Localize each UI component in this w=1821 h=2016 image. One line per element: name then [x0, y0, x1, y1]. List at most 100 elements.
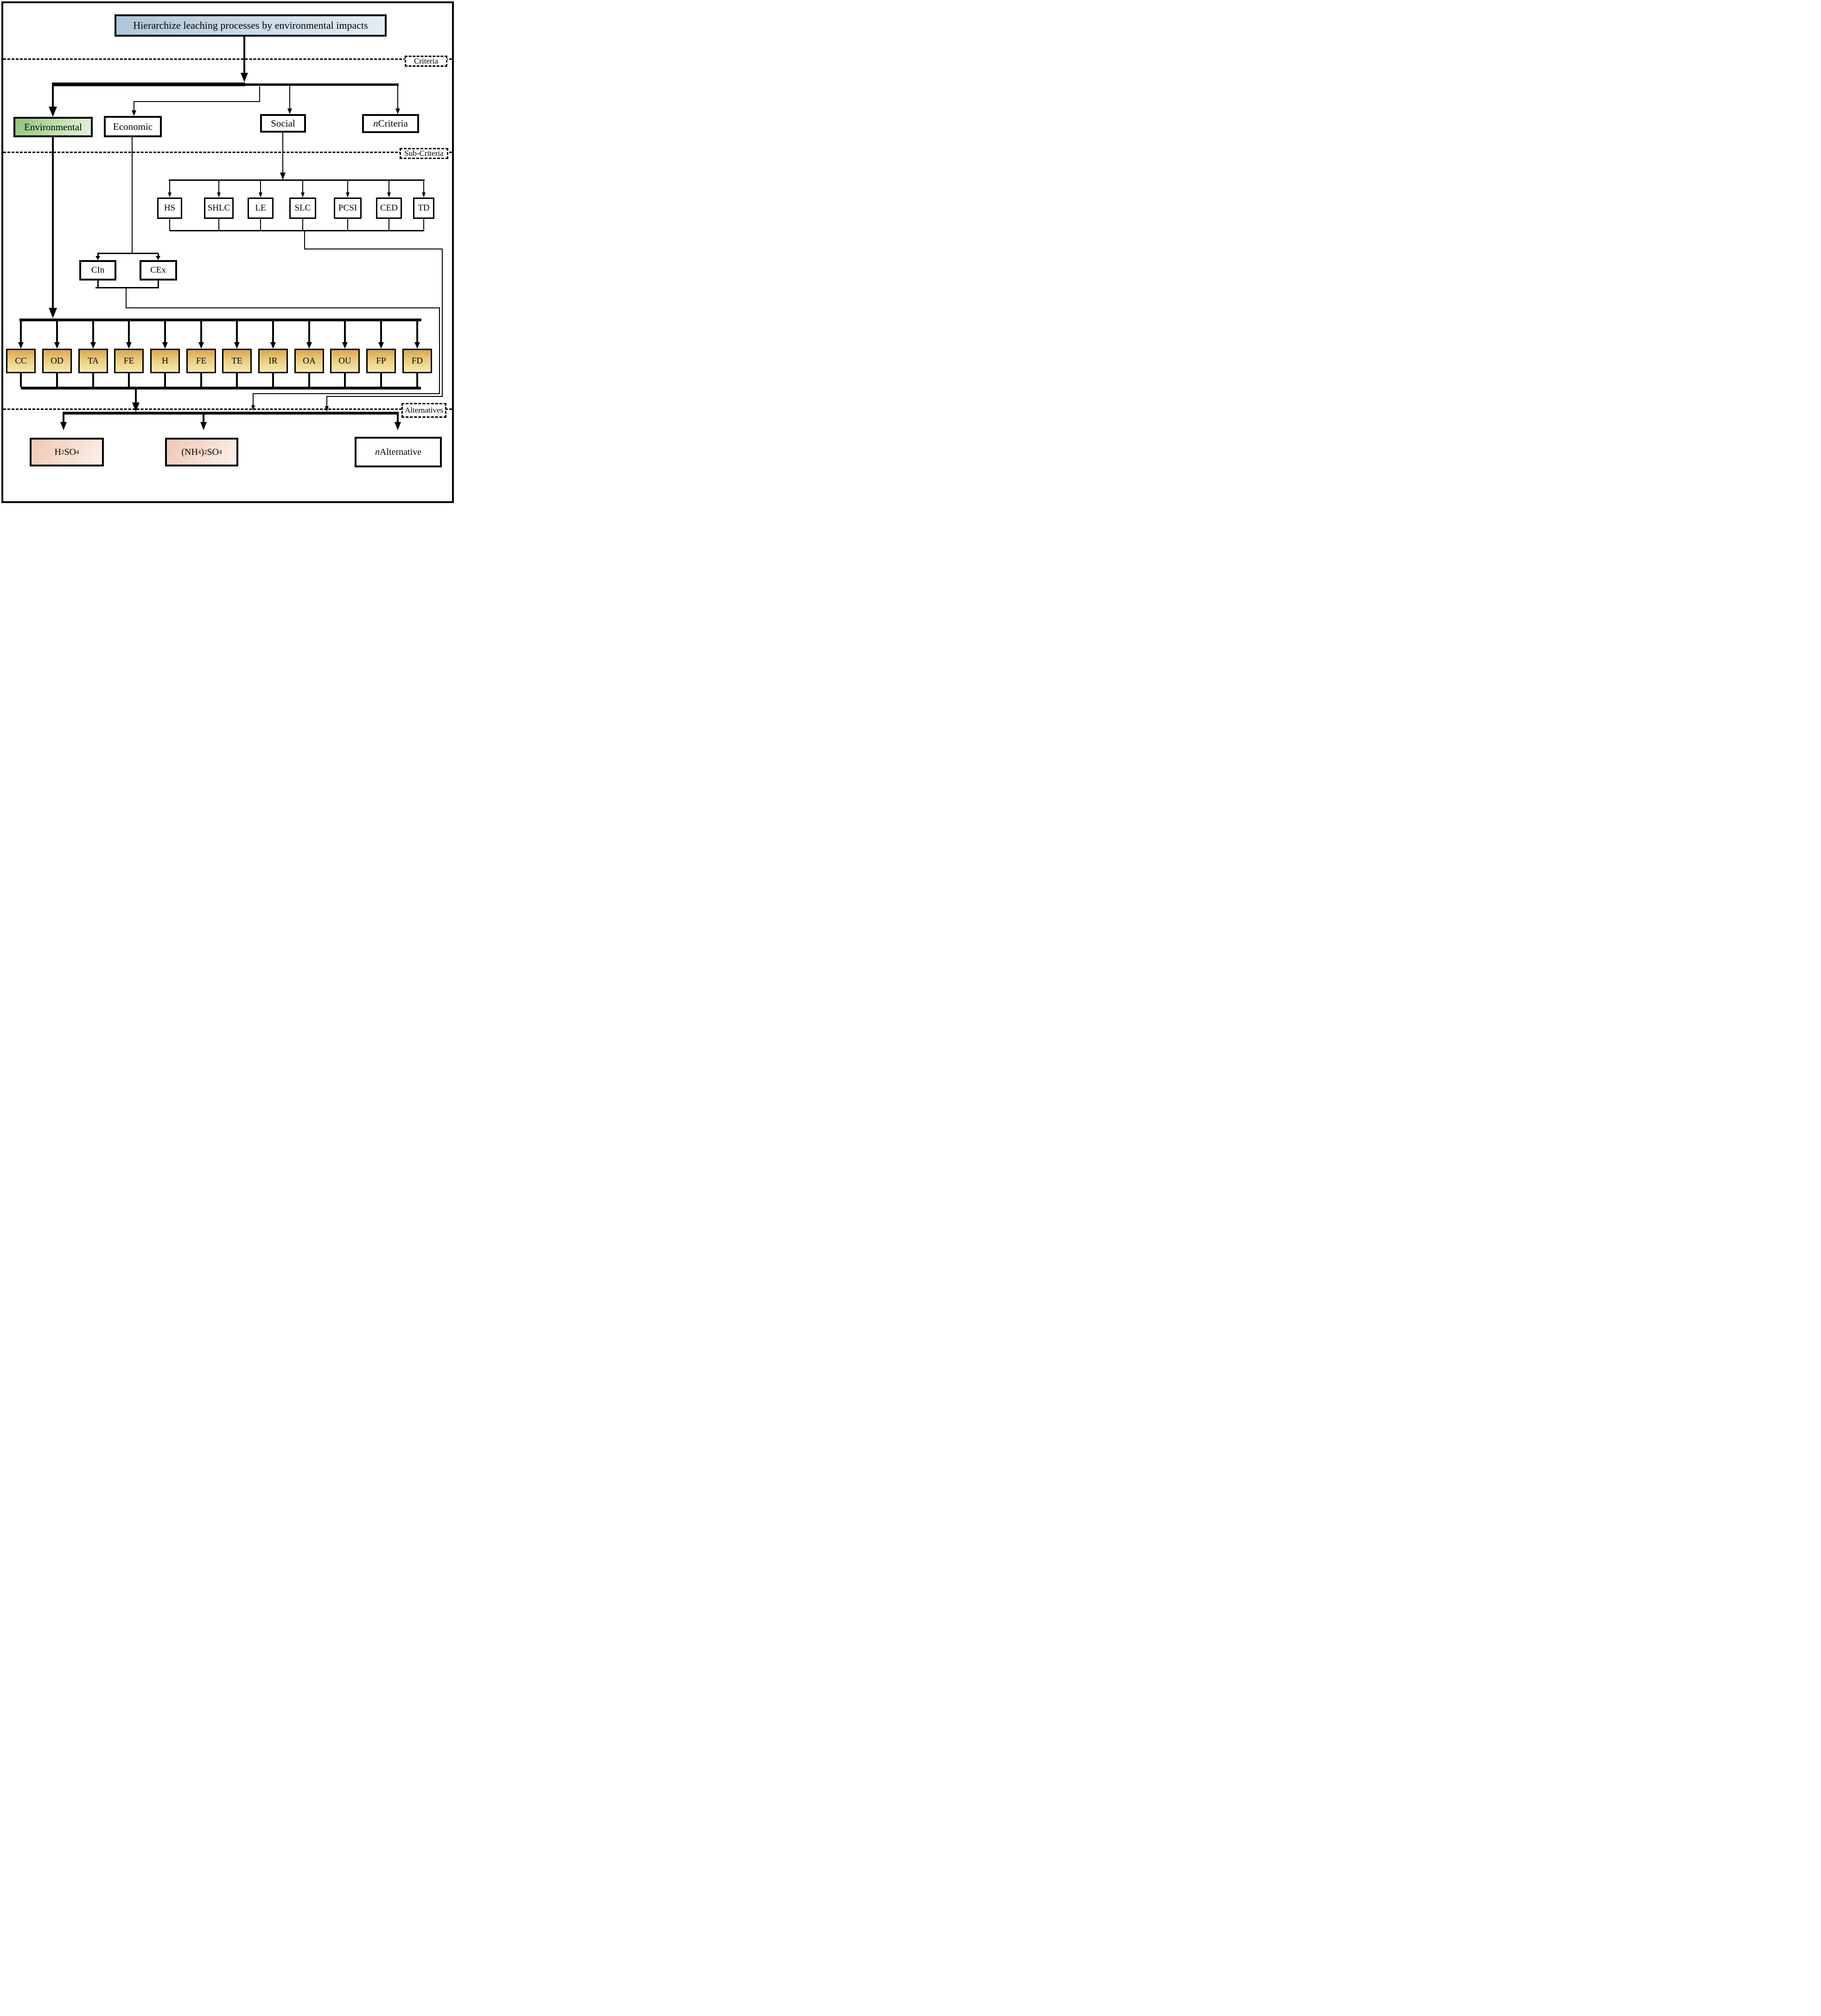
goal-drop-line — [243, 37, 245, 73]
arrowhead-icon — [387, 192, 391, 198]
social-sub-criteria-box-td-6: TD — [413, 198, 434, 219]
social-path-arrowhead-icon — [325, 406, 329, 412]
connector-line — [260, 181, 261, 192]
environmental-trunk-line — [52, 137, 54, 308]
environmental-sub-criteria-box-cc-0: CC — [6, 349, 36, 373]
connector-line — [92, 372, 94, 387]
environmental-sub-criteria-box-fe-3: FE — [114, 349, 144, 373]
connector-line — [164, 321, 166, 343]
connector-line — [200, 372, 202, 387]
alternatives-level-divider — [3, 408, 452, 410]
alternatives-trunk-line — [135, 389, 137, 402]
connector-line — [302, 181, 303, 192]
hierarchy-diagram: Hierarchize leaching processes by enviro… — [0, 0, 455, 504]
alternative-box-n-alternative: n Alternative — [355, 437, 442, 467]
arrowhead-icon — [126, 342, 132, 349]
connector-line — [56, 372, 58, 387]
arrowhead-icon — [216, 192, 221, 198]
alternative-arrowhead-icon — [200, 422, 207, 430]
environmental-sub-criteria-box-ou-9: OU — [330, 349, 360, 373]
economic-path-line — [126, 288, 127, 307]
arrowhead-icon — [378, 342, 384, 349]
connector-line — [97, 254, 99, 256]
connector-line — [388, 218, 389, 231]
social-path-line — [304, 231, 305, 249]
economic-path-arrowhead-icon — [251, 405, 255, 411]
connector-line — [128, 372, 130, 387]
environmental-trunk-arrowhead-icon — [49, 308, 57, 318]
economic-path-line — [126, 307, 440, 308]
economic-drop-line — [134, 101, 260, 102]
criteria-level-label: Criteria — [405, 56, 447, 67]
connector-line — [56, 321, 58, 343]
figure-border — [1, 1, 454, 503]
connector-line — [380, 372, 382, 387]
connector-line — [218, 181, 219, 192]
arrowhead-icon — [18, 342, 24, 349]
connector-line — [308, 372, 310, 387]
economic-drop-line — [259, 86, 260, 102]
criteria-branch-line-left — [52, 83, 245, 86]
connector-line — [20, 321, 22, 343]
criteria-box-environmental: Environmental — [13, 117, 93, 137]
environmental-sub-criteria-box-te-6: TE — [222, 349, 252, 373]
economic-sub-criteria-box-cex-1: CEx — [139, 260, 177, 281]
connector-line — [272, 321, 274, 343]
arrowhead-icon — [306, 342, 312, 349]
connector-line — [260, 218, 261, 231]
economic-path-line — [253, 393, 254, 405]
goal-box: Hierarchize leaching processes by enviro… — [115, 14, 387, 37]
arrowhead-icon — [54, 342, 60, 349]
social-sub-criteria-box-pcsi-4: PCSI — [334, 198, 362, 219]
connector-line — [20, 372, 22, 387]
economic-path-line — [253, 393, 440, 394]
connector-line — [272, 372, 274, 387]
connector-line — [423, 181, 424, 192]
arrowhead-icon — [234, 342, 240, 349]
connector-line — [157, 280, 159, 287]
criteria-box-economic: Economic — [104, 116, 162, 137]
social-sub-criteria-box-ced-5: CED — [376, 198, 402, 219]
environmental-sub-criteria-box-od-1: OD — [42, 349, 72, 373]
arrowhead-icon — [198, 342, 204, 349]
sub-criteria-level-label: Sub-Criteria — [400, 148, 448, 159]
connector-line — [416, 321, 418, 343]
criteria-box-social: Social — [260, 114, 306, 133]
connector-line — [97, 280, 99, 287]
arrowhead-icon — [90, 342, 96, 349]
connector-line — [344, 321, 346, 343]
connector-line — [169, 218, 170, 231]
connector-line — [218, 218, 219, 231]
social-sub-criteria-box-hs-0: HS — [157, 198, 182, 219]
alternatives-level-label: Alternatives — [401, 403, 446, 418]
environmental-sub-criteria-box-fe-5: FE — [186, 349, 216, 373]
arrowhead-icon — [342, 342, 348, 349]
criteria-box-n-criteria: n Criteria — [362, 114, 419, 133]
social-path-line — [326, 396, 327, 406]
connector-line — [236, 321, 238, 343]
social-arrowhead-icon — [287, 108, 292, 114]
environmental-sub-criteria-box-h-4: H — [150, 349, 180, 373]
social-to-sub-line — [282, 133, 283, 172]
n-criteria-arrowhead-icon — [395, 108, 400, 114]
connector-line — [302, 218, 303, 231]
economic-sub-criteria-box-cin-0: CIn — [79, 260, 116, 281]
connector-line — [157, 254, 159, 256]
goal-drop-arrowhead-icon — [241, 73, 248, 82]
environmental-sub-criteria-box-oa-8: OA — [294, 349, 324, 373]
social-sub-merge-line — [170, 230, 424, 231]
alternatives-trunk-arrowhead-icon — [132, 402, 140, 412]
environmental-arrowhead-icon — [49, 107, 57, 117]
economic-sub-merge-line — [96, 287, 159, 288]
connector-line — [416, 372, 418, 387]
economic-arrowhead-icon — [132, 110, 136, 116]
criteria-branch-line-right — [245, 83, 399, 86]
economic-path-line — [439, 307, 440, 393]
connector-line — [380, 321, 382, 343]
alternative-arrowhead-icon — [60, 422, 67, 430]
arrowhead-icon — [421, 192, 426, 198]
connector-line — [92, 321, 94, 343]
connector-line — [423, 218, 424, 231]
connector-line — [344, 372, 346, 387]
